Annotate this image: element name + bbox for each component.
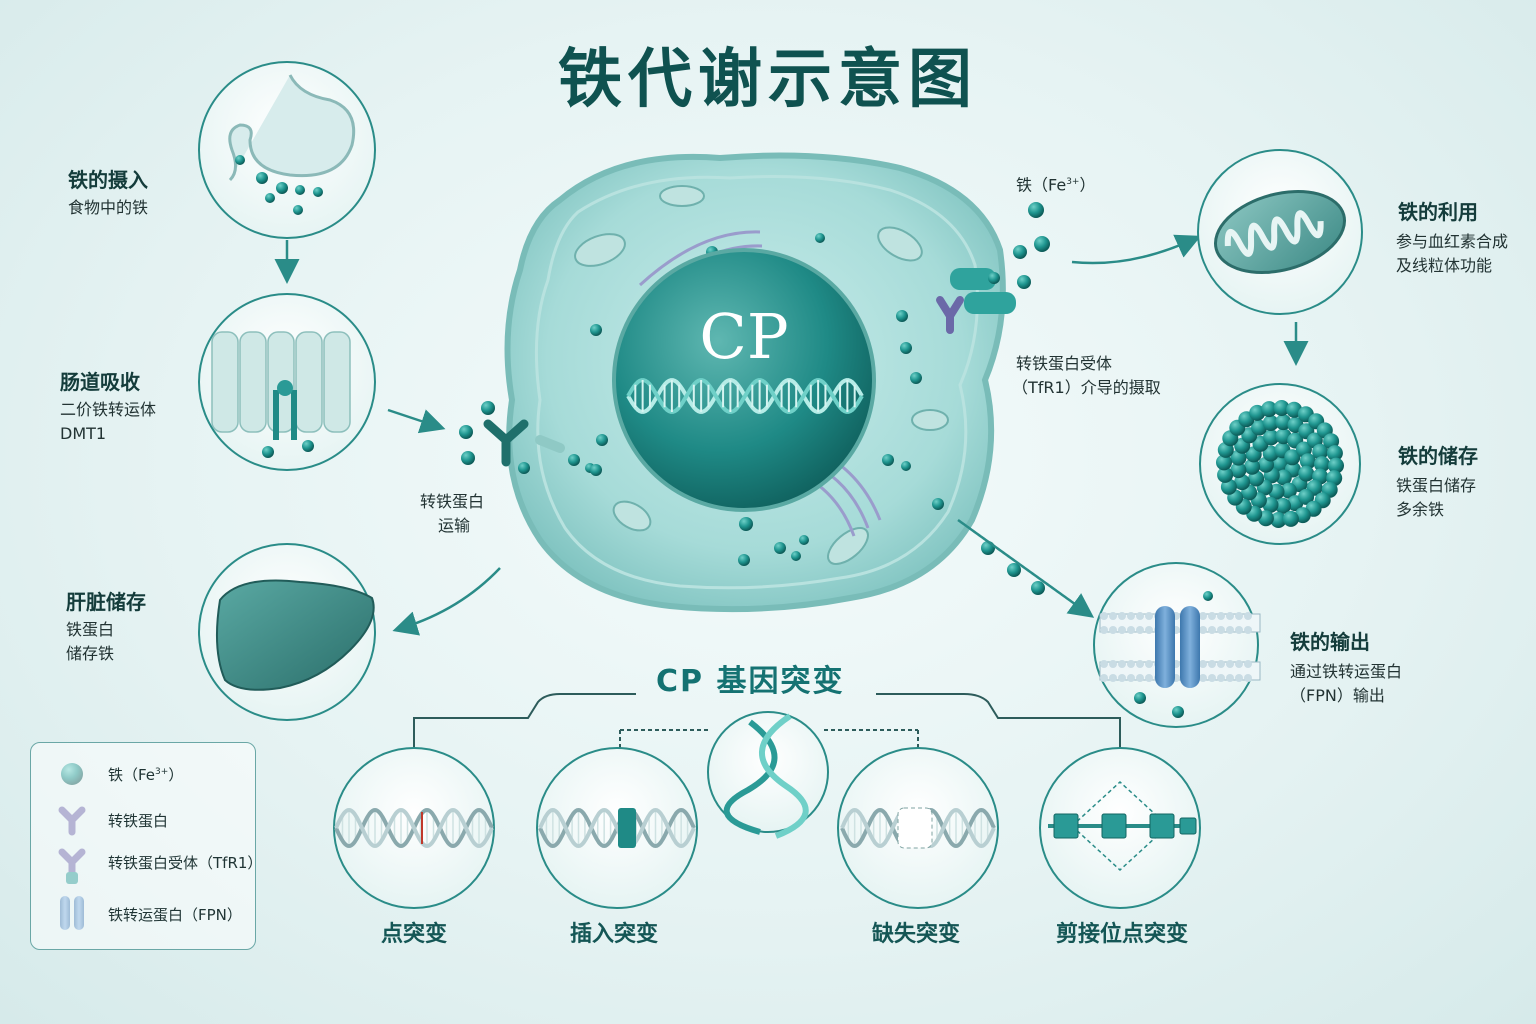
export-title: 铁的输出 bbox=[1290, 630, 1370, 654]
mutation-center-circle bbox=[707, 711, 829, 839]
liver-circle bbox=[198, 543, 376, 721]
liver-sub-1: 铁蛋白 bbox=[66, 620, 115, 639]
liver-title: 肝脏储存 bbox=[66, 590, 146, 614]
dna-helix-nucleus bbox=[626, 378, 864, 414]
intake-sub: 食物中的铁 bbox=[68, 198, 149, 217]
fpn-circle bbox=[1093, 562, 1261, 728]
arrow-cell-to-liver bbox=[392, 567, 501, 636]
cell-label: CP bbox=[699, 300, 788, 373]
absorption-title: 肠道吸收 bbox=[60, 370, 140, 394]
point-mutation-label: 点突变 bbox=[380, 922, 447, 947]
legend bbox=[30, 742, 256, 950]
storage-sub-1: 铁蛋白储存 bbox=[1396, 476, 1477, 495]
ferritin-circle bbox=[1199, 383, 1361, 545]
intestine-circle bbox=[198, 293, 376, 471]
splice-mutation-label: 剪接位点突变 bbox=[1055, 922, 1188, 947]
splice-mutation-circle bbox=[1039, 747, 1201, 909]
point-mutation-circle bbox=[333, 747, 495, 909]
iron-particles-outside bbox=[459, 202, 1050, 595]
iron-fe3-label: 铁（Fe3+） bbox=[1016, 175, 1096, 195]
stomach-icon bbox=[228, 74, 356, 182]
legend-transferrin-label: 转铁蛋白 bbox=[108, 812, 169, 830]
tfr1-label-1: 转铁蛋白受体 bbox=[1016, 354, 1113, 373]
deletion-mutation-label: 缺失突变 bbox=[871, 922, 960, 947]
arrow-to-fpn bbox=[957, 518, 1095, 618]
utilization-sub-1: 参与血红素合成 bbox=[1396, 232, 1509, 251]
mitochondria-circle bbox=[1197, 149, 1363, 315]
insertion-mutation-circle bbox=[536, 747, 698, 909]
page-title: 铁代谢示意图 bbox=[558, 43, 978, 117]
legend-iron-label: 铁（Fe3+） bbox=[108, 766, 184, 784]
cell: CP bbox=[504, 152, 1006, 613]
organelles bbox=[574, 185, 949, 565]
fpn-channel-icon bbox=[1155, 606, 1175, 688]
arrow-cell-to-mito bbox=[1071, 234, 1202, 265]
legend-receptor-label: 转铁蛋白受体（TfR1） bbox=[108, 854, 263, 872]
stomach-circle bbox=[198, 61, 376, 239]
mutation-section-title: CP 基因突变 bbox=[656, 664, 845, 699]
transferrin-transport-label-2: 运输 bbox=[438, 516, 471, 535]
arrow-absorption-to-cell bbox=[387, 408, 446, 434]
mutation-bracket bbox=[413, 693, 1121, 748]
storage-title: 铁的储存 bbox=[1398, 444, 1478, 468]
legend-fpn-label: 铁转运蛋白（FPN） bbox=[108, 906, 242, 924]
export-sub-1: 通过铁转运蛋白 bbox=[1290, 662, 1403, 681]
liver-sub-2: 储存铁 bbox=[66, 644, 115, 663]
liver-icon bbox=[215, 579, 375, 691]
transferrin-transport-label-1: 转铁蛋白 bbox=[420, 492, 485, 511]
export-sub-2: （FPN）输出 bbox=[1290, 686, 1385, 705]
transferrin-icon bbox=[483, 419, 565, 467]
utilization-title: 铁的利用 bbox=[1398, 200, 1478, 224]
tfr1-receptor-icon bbox=[936, 268, 1016, 334]
insertion-mutation-label: 插入突变 bbox=[569, 922, 658, 947]
storage-sub-2: 多余铁 bbox=[1396, 500, 1445, 519]
utilization-sub-2: 及线粒体功能 bbox=[1396, 256, 1493, 275]
ferritin-cluster-icon bbox=[1216, 400, 1344, 528]
intake-title: 铁的摄入 bbox=[68, 168, 148, 192]
deletion-mutation-circle bbox=[837, 747, 999, 909]
absorption-sub-1: 二价铁转运体 bbox=[60, 400, 157, 419]
flow-arrows bbox=[274, 234, 1309, 636]
tfr1-label-2: （TfR1）介导的摄取 bbox=[1012, 378, 1161, 397]
nucleus bbox=[612, 248, 876, 512]
absorption-sub-2: DMT1 bbox=[60, 424, 107, 443]
